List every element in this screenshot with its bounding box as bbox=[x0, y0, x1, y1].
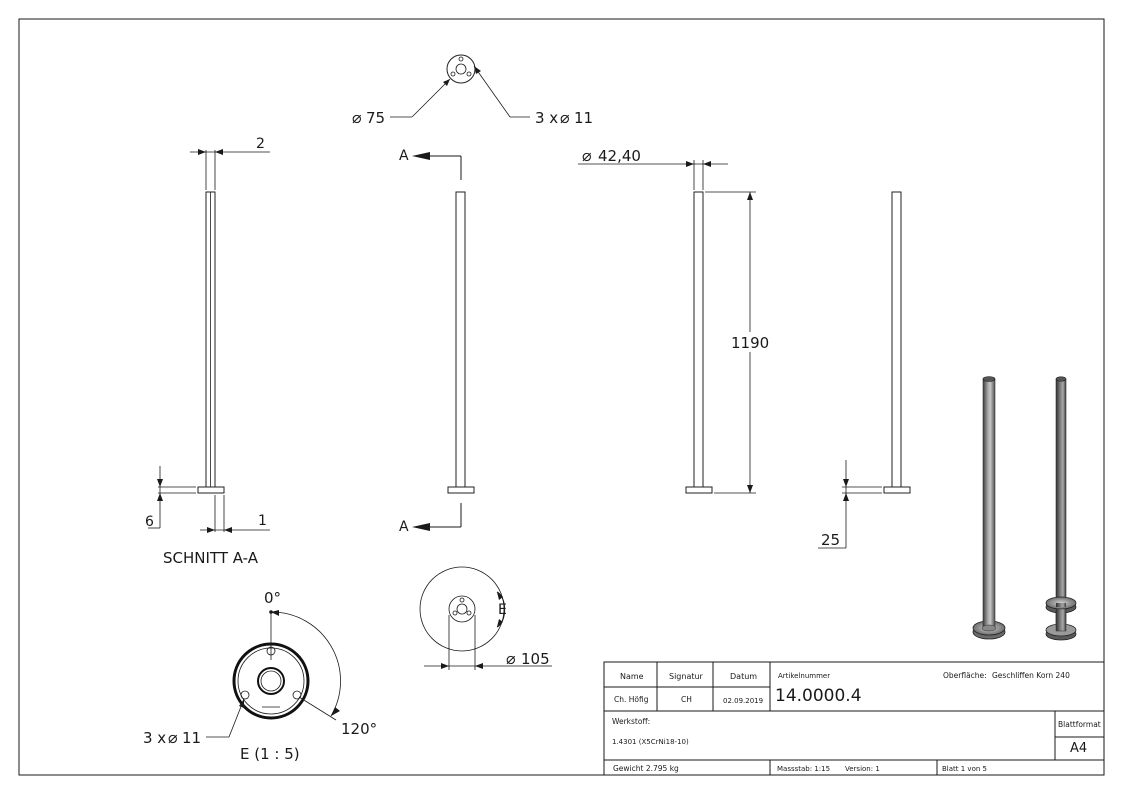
section-mark-bottom: A bbox=[399, 519, 409, 535]
tb-surface-label: Oberfläche: bbox=[943, 671, 987, 680]
dim-base-diameter: 105 bbox=[521, 650, 550, 668]
dim-flange-thickness: 6 bbox=[145, 514, 154, 530]
side-view-height: ⌀ 42,40 1190 bbox=[578, 146, 772, 494]
dim-tube-diameter: 42,40 bbox=[598, 147, 641, 165]
tb-weight: Gewicht 2.795 kg bbox=[613, 764, 679, 773]
section-view-a-a: 2 6 1 SCHNITT A-A bbox=[145, 136, 270, 567]
front-view: ⌀ 75 3 x ⌀ 11 A A bbox=[352, 54, 593, 535]
dim-height: 1190 bbox=[731, 334, 769, 352]
tb-date-header: Datum bbox=[730, 672, 757, 681]
tb-article-number: 14.0000.4 bbox=[775, 686, 862, 706]
tb-date-value: 02.09.2019 bbox=[723, 697, 763, 705]
dim-flange-offset: 25 bbox=[821, 531, 840, 549]
tb-signature-value: CH bbox=[681, 695, 692, 704]
dim-base-diameter-symbol: ⌀ bbox=[506, 649, 516, 668]
dim-flange-diameter-symbol: ⌀ bbox=[352, 108, 362, 127]
tb-surface-value: Geschliffen Korn 240 bbox=[992, 671, 1070, 680]
tb-name-value: Ch. Höfig bbox=[614, 695, 649, 704]
detail-holes-count: 3 x bbox=[143, 729, 166, 747]
iso-view-1 bbox=[972, 376, 1006, 640]
detail-holes-diameter: 11 bbox=[182, 729, 201, 747]
sheet-border bbox=[18, 18, 1105, 776]
tb-name-header: Name bbox=[620, 672, 644, 681]
bottom-view: E ⌀ 105 bbox=[419, 566, 552, 670]
angle-spacing: 120° bbox=[341, 720, 377, 738]
tb-material-value: 1.4301 (X5CrNi18-10) bbox=[612, 738, 689, 746]
angle-start: 0° bbox=[264, 589, 281, 607]
title-block: Name Signatur Datum Artikelnummer Oberfl… bbox=[603, 661, 1105, 776]
tb-material-label: Werkstoff: bbox=[612, 717, 650, 726]
dim-flange-diameter: 75 bbox=[366, 109, 385, 127]
side-view-offset: 25 bbox=[818, 191, 911, 549]
dim-holes-count: 3 x bbox=[535, 109, 558, 127]
detail-e-view: 0° 120° 3 x ⌀ 11 E (1 : 5) bbox=[143, 589, 377, 763]
tb-format-label: Blattformat bbox=[1058, 720, 1101, 729]
section-mark-top: A bbox=[399, 148, 409, 164]
iso-view-2 bbox=[1045, 376, 1077, 641]
tb-sheet: Blatt 1 von 5 bbox=[942, 765, 987, 773]
dim-wall-thickness: 2 bbox=[256, 136, 265, 152]
tb-version: Version: 1 bbox=[845, 765, 880, 773]
detail-mark: E bbox=[498, 602, 507, 618]
dim-step: 1 bbox=[258, 513, 267, 529]
tb-format-value: A4 bbox=[1070, 741, 1087, 756]
tb-scale: Massstab: 1:15 bbox=[777, 765, 830, 773]
section-caption: SCHNITT A-A bbox=[163, 549, 259, 567]
dim-holes-diameter: 11 bbox=[574, 109, 593, 127]
dim-holes-symbol: ⌀ bbox=[560, 108, 570, 127]
dim-tube-diameter-symbol: ⌀ bbox=[582, 146, 592, 165]
tb-article-header: Artikelnummer bbox=[778, 672, 830, 680]
tb-signature-header: Signatur bbox=[669, 672, 704, 681]
detail-holes-symbol: ⌀ bbox=[168, 728, 178, 747]
detail-caption: E (1 : 5) bbox=[240, 745, 300, 763]
